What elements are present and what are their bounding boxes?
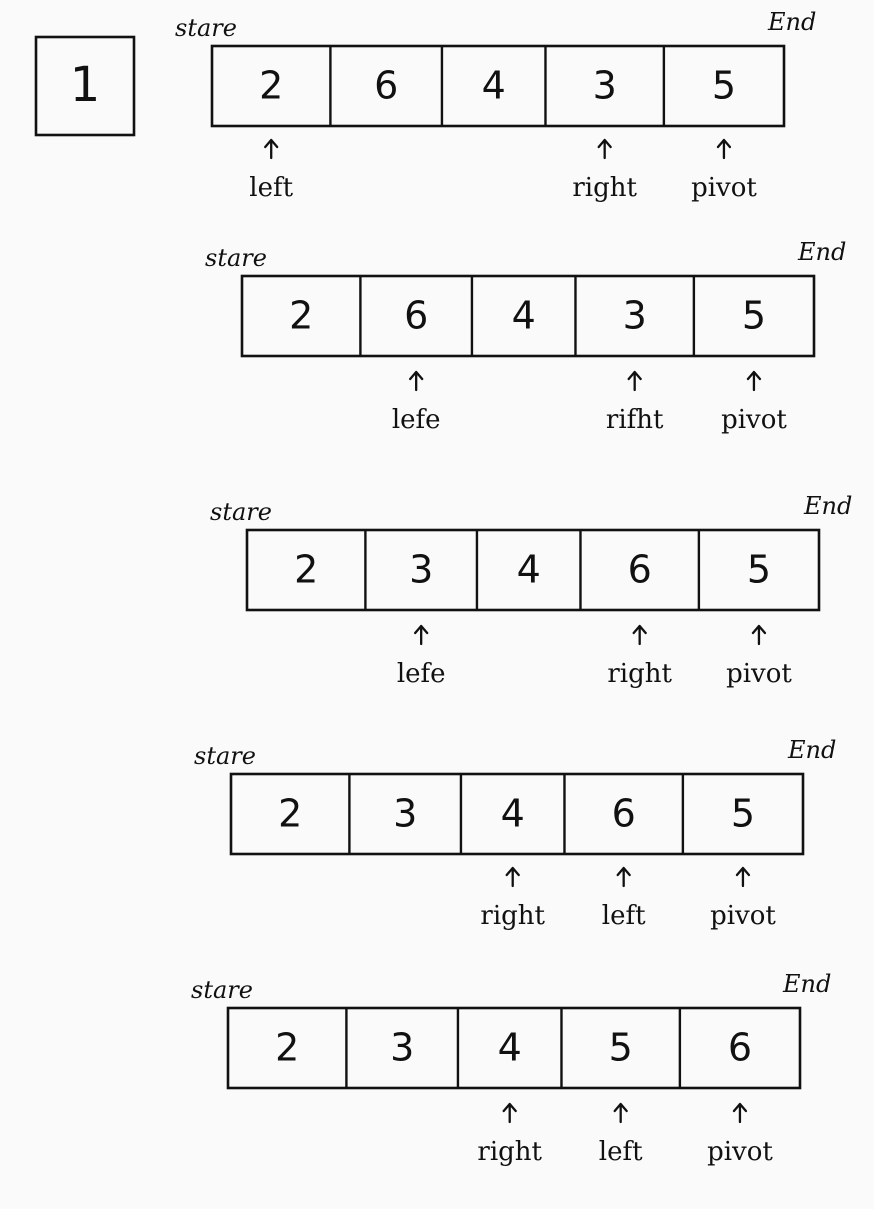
pointer-pivot: pivot xyxy=(721,370,787,435)
array-cell-value: 4 xyxy=(501,792,525,836)
up-arrow-icon xyxy=(264,138,279,160)
pointer-pivot: pivot xyxy=(691,138,757,203)
pointer-right: right xyxy=(572,138,638,203)
array-cell-value: 5 xyxy=(747,548,771,592)
pointer-label: lefe xyxy=(392,405,441,435)
end-label: End xyxy=(767,8,816,36)
up-arrow-icon xyxy=(414,624,429,646)
array-cell-value: 5 xyxy=(731,792,755,836)
array-cell-value: 3 xyxy=(393,792,417,836)
array-cell-value: 3 xyxy=(623,294,647,338)
up-arrow-icon xyxy=(746,370,762,392)
array-cell-value: 5 xyxy=(712,64,736,108)
pointer-lefe: lefe xyxy=(397,624,446,689)
pointer-right: right xyxy=(607,624,673,689)
array-frame xyxy=(240,274,816,358)
step-number-box: 1 xyxy=(34,35,136,137)
array-cell-value: 6 xyxy=(374,64,398,108)
pointer-right: right xyxy=(480,866,546,931)
start-label: stare xyxy=(175,14,237,42)
end-label: End xyxy=(797,238,846,266)
array-cell-value: 6 xyxy=(628,548,652,592)
pointer-left: left xyxy=(249,138,294,203)
pointer-label: pivot xyxy=(691,173,757,203)
pointer-label: left xyxy=(599,1137,643,1167)
array-row: stare End 2 6 4 3 5 left right pivot xyxy=(175,8,816,203)
start-label: stare xyxy=(191,976,253,1004)
pointer-label: right xyxy=(607,659,672,689)
array-cell-value: 2 xyxy=(278,792,302,836)
up-arrow-icon xyxy=(751,624,767,646)
array-cell-value: 4 xyxy=(498,1026,522,1070)
pointer-right: right xyxy=(477,1102,543,1167)
up-arrow-icon xyxy=(502,1102,517,1124)
up-arrow-icon xyxy=(732,1102,748,1124)
pointer-label: left xyxy=(249,173,293,203)
pointer-label: pivot xyxy=(726,659,792,689)
up-arrow-icon xyxy=(616,866,631,888)
start-label: stare xyxy=(205,244,267,272)
pointer-label: right xyxy=(477,1137,542,1167)
pointer-label: lefe xyxy=(397,659,446,689)
up-arrow-icon xyxy=(505,866,520,888)
array-frame xyxy=(226,1006,802,1090)
step-number: 1 xyxy=(70,57,101,113)
pointer-label: pivot xyxy=(710,901,776,931)
array-cell-value: 2 xyxy=(294,548,318,592)
pointer-left: left xyxy=(599,1102,643,1167)
pointer-label: pivot xyxy=(721,405,787,435)
pointer-rifht: rifht xyxy=(606,370,664,435)
array-cell-value: 5 xyxy=(609,1026,633,1070)
pointer-label: pivot xyxy=(707,1137,773,1167)
up-arrow-icon xyxy=(409,370,424,392)
up-arrow-icon xyxy=(632,624,647,646)
array-cell-value: 4 xyxy=(517,548,541,592)
step-box-frame xyxy=(34,35,136,137)
pointer-pivot: pivot xyxy=(710,866,776,931)
array-cell-value: 5 xyxy=(742,294,766,338)
up-arrow-icon xyxy=(627,370,642,392)
start-label: stare xyxy=(194,742,256,770)
end-label: End xyxy=(803,492,852,520)
array-row: stare End 2 3 4 6 5 right left pivot xyxy=(194,736,836,931)
pointer-lefe: lefe xyxy=(392,370,441,435)
end-label: End xyxy=(782,970,831,998)
pointer-label: right xyxy=(480,901,545,931)
pointer-pivot: pivot xyxy=(707,1102,773,1167)
array-cell-value: 6 xyxy=(404,294,428,338)
up-arrow-icon xyxy=(597,138,612,160)
array-cell-value: 3 xyxy=(390,1026,414,1070)
array-frame xyxy=(245,528,821,612)
up-arrow-icon xyxy=(613,1102,628,1124)
array-cell-value: 2 xyxy=(275,1026,299,1070)
pointer-label: right xyxy=(572,173,637,203)
array-cell-value: 6 xyxy=(612,792,636,836)
pointer-left: left xyxy=(602,866,646,931)
up-arrow-icon xyxy=(735,866,751,888)
array-row: stare End 2 3 4 5 6 right left pivot xyxy=(191,970,831,1167)
array-cell-value: 3 xyxy=(409,548,433,592)
start-label: stare xyxy=(210,498,272,526)
array-cell-value: 2 xyxy=(289,294,313,338)
up-arrow-icon xyxy=(716,138,732,160)
pointer-label: rifht xyxy=(606,405,664,435)
array-cell-value: 4 xyxy=(482,64,506,108)
array-frame xyxy=(210,44,786,128)
array-cell-value: 2 xyxy=(259,64,283,108)
end-label: End xyxy=(787,736,836,764)
array-row: stare End 2 3 4 6 5 lefe right pivot xyxy=(210,492,852,689)
array-cell-value: 3 xyxy=(593,64,617,108)
array-cell-value: 4 xyxy=(512,294,536,338)
pointer-pivot: pivot xyxy=(726,624,792,689)
array-cell-value: 6 xyxy=(728,1026,752,1070)
array-frame xyxy=(229,772,805,856)
pointer-label: left xyxy=(602,901,646,931)
array-row: stare End 2 6 4 3 5 lefe rifht pivot xyxy=(205,238,846,435)
